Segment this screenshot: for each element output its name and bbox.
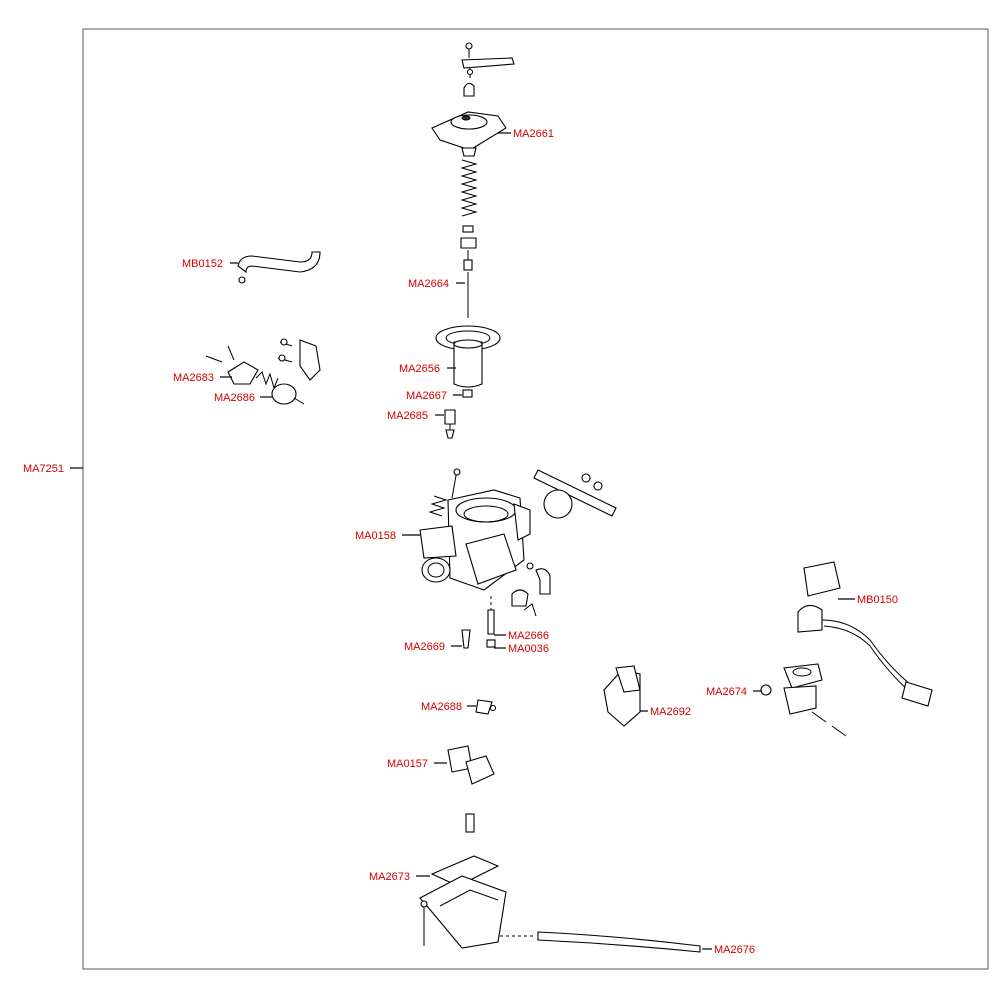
callout-ma2683[interactable]: MA2683 (173, 372, 214, 384)
callout-ma2661[interactable]: MA2661 (513, 128, 554, 140)
float-bowl-part (419, 813, 507, 949)
callout-ma2669[interactable]: MA2669 (404, 641, 445, 653)
hose-part (237, 251, 321, 284)
carburetor-body-part (419, 468, 551, 595)
callout-ma2686[interactable]: MA2686 (214, 392, 255, 404)
callout-ma0036[interactable]: MA0036 (508, 643, 549, 655)
callout-ma0157[interactable]: MA0157 (387, 758, 428, 770)
assembly-frame (82, 28, 989, 970)
callout-ma2674[interactable]: MA2674 (706, 686, 747, 698)
callout-ma2688[interactable]: MA2688 (421, 701, 462, 713)
drain-hose-part (500, 931, 701, 953)
callout-ma2664[interactable]: MA2664 (408, 278, 449, 290)
throttle-shaft-part (533, 469, 617, 519)
callout-ma0158[interactable]: MA0158 (355, 530, 396, 542)
enrichener-part (205, 338, 321, 405)
cable-holder-part (461, 42, 515, 97)
callout-ma2666[interactable]: MA2666 (508, 630, 549, 642)
callout-labels: MA2661 MB0152 MA2664 MA2683 MA2686 MA265… (173, 128, 898, 956)
carburetor-cap-part (431, 111, 507, 157)
sensor-assembly-part (760, 561, 933, 737)
callout-ma2685[interactable]: MA2685 (387, 410, 428, 422)
gasket-small-part (475, 699, 497, 715)
float-needle-part (461, 589, 537, 649)
callout-ma2676[interactable]: MA2676 (714, 944, 755, 956)
valve-part (447, 745, 495, 785)
spring-part (460, 159, 478, 271)
assembly-code[interactable]: MA7251 (23, 463, 64, 475)
throttle-position-sensor-part (603, 665, 641, 727)
slide-diaphragm-part (435, 325, 501, 439)
callout-mb0150[interactable]: MB0150 (857, 594, 898, 606)
callout-ma2656[interactable]: MA2656 (399, 363, 440, 375)
callout-ma2673[interactable]: MA2673 (369, 871, 410, 883)
callout-ma2692[interactable]: MA2692 (650, 706, 691, 718)
leader-lines (220, 132, 855, 950)
callout-mb0152[interactable]: MB0152 (182, 258, 223, 270)
callout-ma2667[interactable]: MA2667 (406, 390, 447, 402)
